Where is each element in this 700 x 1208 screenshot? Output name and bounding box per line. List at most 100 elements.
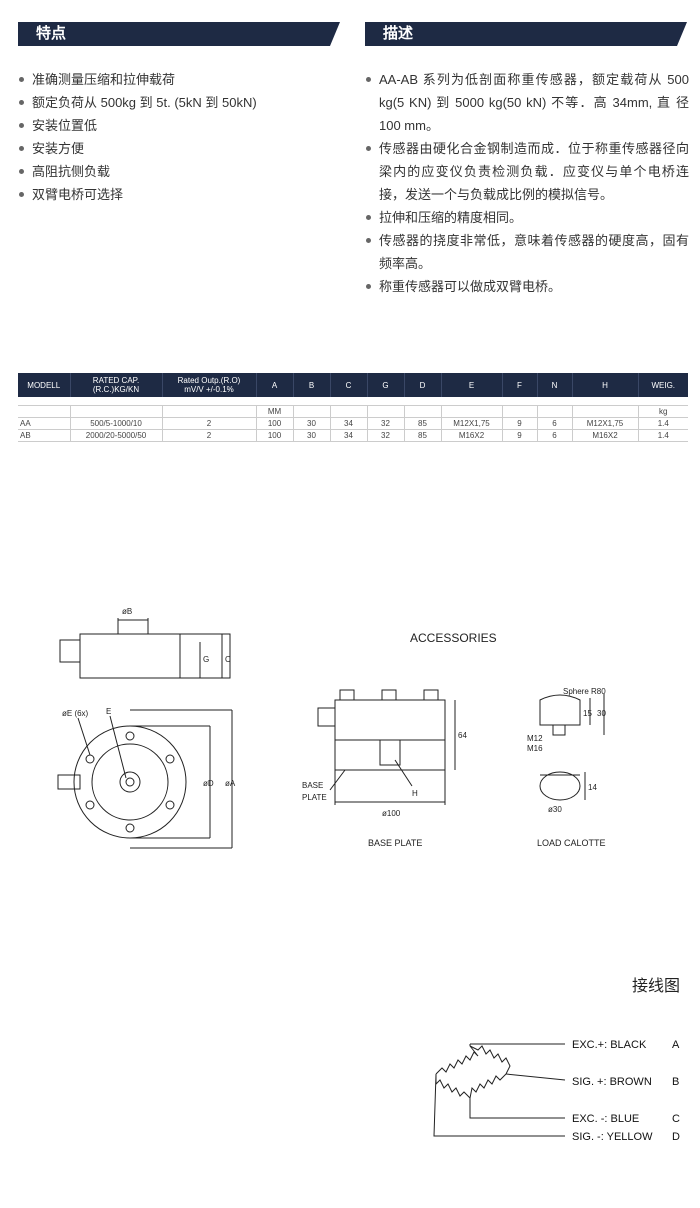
feature-item: 安装位置低 bbox=[18, 114, 338, 137]
base-plate-label-2: PLATE bbox=[302, 793, 327, 802]
table-unit-cell bbox=[404, 405, 442, 418]
wire-pin-d: D bbox=[672, 1131, 680, 1143]
features-header: 特点 bbox=[18, 22, 340, 46]
dim-G: G bbox=[203, 655, 209, 664]
dim-phi100: ø100 bbox=[382, 809, 401, 818]
load-calotte-drawing bbox=[539, 694, 605, 801]
table-unit-cell bbox=[441, 405, 503, 418]
table-cell: 85 bbox=[404, 429, 442, 442]
table-unit-cell bbox=[18, 405, 71, 418]
table-header-cell: Rated Outp.(R.O) mV/V +/-0.1% bbox=[162, 373, 257, 397]
table-cell: M16X2 bbox=[572, 429, 639, 442]
description-item: 称重传感器可以做成双臂电桥。 bbox=[365, 275, 689, 298]
dim-phiD: øD bbox=[203, 779, 214, 788]
base-plate-drawing bbox=[317, 689, 456, 805]
feature-item: 高阻抗侧负载 bbox=[18, 160, 338, 183]
feature-item: 安装方便 bbox=[18, 137, 338, 160]
wire-label-a: EXC.+: BLACK bbox=[572, 1039, 647, 1051]
dim-14: 14 bbox=[588, 783, 597, 792]
table-unit-cell bbox=[367, 405, 405, 418]
wire-pin-a: A bbox=[672, 1039, 680, 1051]
table-cell: 9 bbox=[502, 417, 538, 430]
table-header-cell: C bbox=[330, 373, 368, 397]
table-cell: 2000/20-5000/50 bbox=[70, 429, 163, 442]
table-cell: AA bbox=[18, 417, 71, 430]
table-cell: 100 bbox=[256, 429, 294, 442]
base-plate-caption: BASE PLATE bbox=[368, 838, 422, 848]
wiring-title: 接线图 bbox=[632, 978, 681, 995]
load-calotte-caption: LOAD CALOTTE bbox=[537, 838, 606, 848]
table-header-cell: A bbox=[256, 373, 294, 397]
description-item: AA-AB 系列为低剖面称重传感器，额定载荷从 500 kg(5 KN) 到 5… bbox=[365, 68, 689, 137]
table-units-row: MM kg bbox=[18, 405, 688, 418]
table-unit-cell bbox=[502, 405, 538, 418]
wire-label-b: SIG. +: BROWN bbox=[572, 1076, 652, 1088]
table-unit-cell bbox=[162, 405, 257, 418]
table-cell: AB bbox=[18, 429, 71, 442]
top-view-drawing bbox=[57, 709, 233, 849]
base-plate-label: BASE bbox=[302, 781, 323, 790]
wire-d bbox=[433, 1073, 565, 1137]
side-view-drawing bbox=[59, 618, 231, 679]
dim-M12: M12 bbox=[527, 734, 543, 743]
description-header: 描述 bbox=[365, 22, 687, 46]
table-cell: 6 bbox=[537, 429, 573, 442]
table-cell: 1.4 bbox=[638, 417, 688, 430]
feature-item: 双臂电桥可选择 bbox=[18, 183, 338, 206]
dim-phiB: øB bbox=[122, 607, 132, 616]
table-cell: 32 bbox=[367, 417, 405, 430]
table-cell: M16X2 bbox=[441, 429, 503, 442]
description-item: 传感器由硬化合金钢制造而成．位于称重传感器径向梁内的应变仪负责检测负载．应变仪与… bbox=[365, 137, 689, 206]
table-cell: 85 bbox=[404, 417, 442, 430]
wire-pin-b: B bbox=[672, 1076, 679, 1088]
description-item: 拉伸和压缩的精度相同。 bbox=[365, 206, 689, 229]
table-unit-cell: kg bbox=[638, 405, 688, 418]
dimension-drawings: øB G C øE (6x) E øD øA ACCESSORIES 64 H … bbox=[57, 607, 606, 849]
table-cell: 34 bbox=[330, 417, 368, 430]
table-cell: 30 bbox=[293, 429, 331, 442]
table-unit-cell bbox=[70, 405, 163, 418]
table-header-cell: N bbox=[537, 373, 573, 397]
table-unit-cell: MM bbox=[256, 405, 294, 418]
table-header-cell: G bbox=[367, 373, 405, 397]
table-cell: 32 bbox=[367, 429, 405, 442]
table-cell: 500/5-1000/10 bbox=[70, 417, 163, 430]
table-unit-cell bbox=[537, 405, 573, 418]
table-header-cell: MODELL bbox=[18, 373, 71, 397]
description-item: 传感器的挠度非常低，意味着传感器的硬度高，固有频率高。 bbox=[365, 229, 689, 275]
dim-phi30: ø30 bbox=[548, 805, 562, 814]
table-cell: 9 bbox=[502, 429, 538, 442]
dim-M16: M16 bbox=[527, 744, 543, 753]
table-header-cell: F bbox=[502, 373, 538, 397]
wire-b bbox=[505, 1073, 566, 1081]
dim-sphere: Sphere R80 bbox=[563, 687, 606, 696]
table-cell: 2 bbox=[162, 429, 257, 442]
table-header-cell: D bbox=[404, 373, 442, 397]
table-header-cell: WEIG. bbox=[638, 373, 688, 397]
dim-64: 64 bbox=[458, 731, 467, 740]
wire-c bbox=[469, 1098, 565, 1119]
dim-15: 15 bbox=[583, 709, 592, 718]
dim-30: 30 bbox=[597, 709, 606, 718]
table-unit-cell bbox=[572, 405, 639, 418]
dim-C: C bbox=[225, 655, 231, 664]
table-unit-cell bbox=[293, 405, 331, 418]
table-header-cell: B bbox=[293, 373, 331, 397]
feature-item: 额定负荷从 500kg 到 5t. (5kN 到 50kN) bbox=[18, 91, 338, 114]
table-cell: 1.4 bbox=[638, 429, 688, 442]
features-list: 准确测量压缩和拉伸载荷 额定负荷从 500kg 到 5t. (5kN 到 50k… bbox=[18, 68, 338, 206]
description-list: AA-AB 系列为低剖面称重传感器，额定载荷从 500 kg(5 KN) 到 5… bbox=[365, 68, 689, 298]
table-header-cell: E bbox=[441, 373, 503, 397]
wheatstone-bridge bbox=[435, 1045, 511, 1099]
feature-item: 准确测量压缩和拉伸载荷 bbox=[18, 68, 338, 91]
dim-phiA: øA bbox=[225, 779, 236, 788]
table-cell: 100 bbox=[256, 417, 294, 430]
accessories-title: ACCESSORIES bbox=[410, 631, 497, 645]
table-cell: M12X1,75 bbox=[572, 417, 639, 430]
table-cell: 30 bbox=[293, 417, 331, 430]
table-header-cell: H bbox=[572, 373, 639, 397]
table-cell: 6 bbox=[537, 417, 573, 430]
